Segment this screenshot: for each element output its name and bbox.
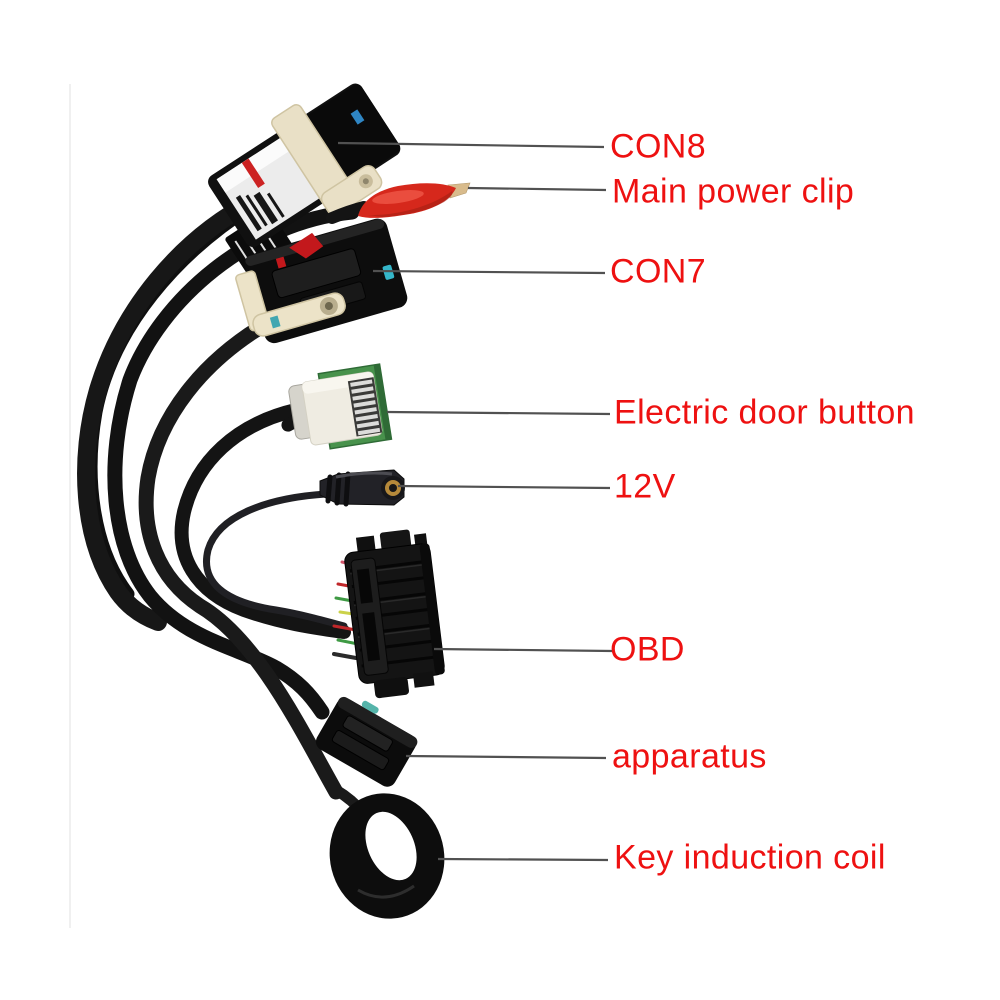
leader-line-obd	[433, 647, 613, 653]
leader-line-12v	[397, 484, 611, 490]
obd-connector	[344, 529, 445, 699]
label-12v: 12V	[614, 467, 676, 506]
cable-bundle	[77, 193, 360, 800]
con8-connector	[208, 83, 401, 280]
label-con8: CON8	[610, 127, 707, 166]
leader-line-electric-door-button	[386, 410, 611, 416]
con7-connector	[235, 218, 408, 344]
apparatus-connector	[315, 696, 418, 787]
label-main-power-clip: Main power clip	[612, 172, 855, 211]
label-obd: OBD	[610, 630, 685, 669]
key-induction-coil	[329, 784, 445, 919]
leader-line-main-power-clip	[467, 186, 607, 192]
label-electric-door-button: Electric door button	[614, 393, 915, 432]
label-key-induction-coil: Key induction coil	[614, 838, 886, 877]
electric-door-button-connector	[281, 363, 393, 450]
label-con7: CON7	[610, 252, 707, 291]
leader-lines	[337, 141, 613, 862]
leader-line-con7	[372, 269, 606, 275]
leader-line-key-induction-coil	[437, 857, 609, 862]
12v-plug	[319, 469, 405, 507]
label-apparatus: apparatus	[612, 737, 767, 776]
leader-line-con8	[337, 141, 605, 149]
main-power-clip	[326, 182, 471, 224]
leader-line-apparatus	[405, 754, 607, 760]
